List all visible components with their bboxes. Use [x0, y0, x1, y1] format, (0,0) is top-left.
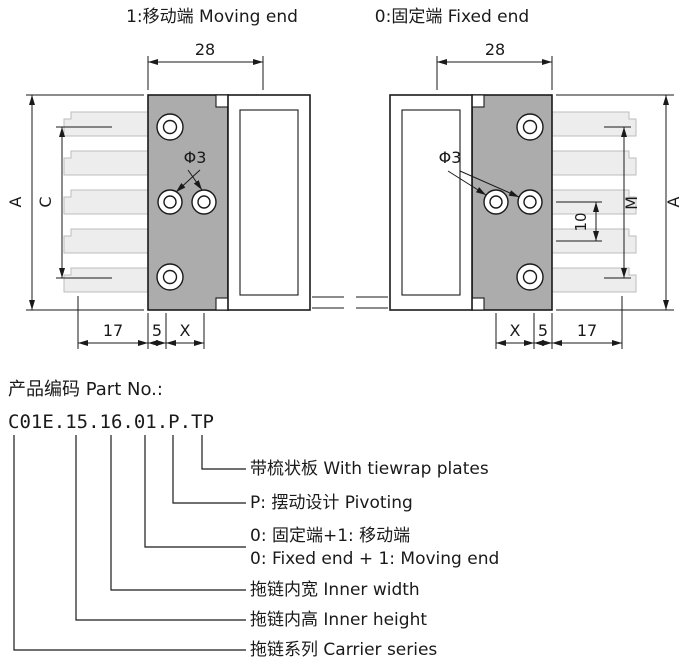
callout-label-carrier-series: 拖链系列 Carrier series [250, 640, 437, 660]
part-no-title: 产品编码 Part No.: [8, 379, 163, 400]
pitch-label-right: 10 [572, 212, 590, 231]
comb-tooth [63, 150, 149, 176]
callout-label-end-type-en: 0: Fixed end + 1: Moving end [250, 549, 499, 569]
link-frame-right-inner [401, 109, 461, 296]
callout-line-c01e [13, 435, 246, 651]
leader-line [447, 170, 487, 196]
link-frame-left-inner [239, 109, 299, 296]
callout-label-tiewrap: 带梳状板 With tiewrap plates [250, 459, 489, 479]
fixed-end-header: 0:固定端 Fixed end [375, 7, 529, 27]
hole-diameter-label-left: Φ3 [184, 148, 207, 167]
moving-end-header: 1:移动端 Moving end [126, 7, 298, 27]
mounting-hole [157, 189, 183, 215]
mounting-hole [191, 189, 217, 215]
mounting-hole [516, 113, 544, 141]
comb-tooth [63, 111, 149, 137]
callout-line-p [172, 435, 246, 504]
comb-tooth [63, 189, 149, 215]
leader-line [187, 169, 203, 191]
comb-tooth [551, 111, 637, 137]
width-label-right: 28 [485, 40, 505, 59]
chain-break-marks [312, 296, 388, 309]
callout-label-pivoting: P: 摆动设计 Pivoting [250, 493, 413, 513]
mounting-hole [156, 113, 184, 141]
leader-line [459, 170, 520, 198]
callout-line-16 [110, 435, 246, 591]
plate-notch [471, 297, 485, 311]
comb-tooth [63, 228, 149, 254]
offset-outer-label-right: 17 [577, 321, 597, 340]
moving-end-unit: Φ3 28 A C 17 [6, 40, 311, 349]
callout-line-tp [201, 435, 246, 470]
mounting-hole [156, 263, 184, 291]
offset-hole-label-left: X [180, 321, 191, 340]
plate-notch [471, 94, 485, 108]
part-no-code: C01E.15.16.01.P.TP [8, 411, 214, 433]
height-label-right: A [664, 196, 683, 207]
callout-line-01 [144, 435, 246, 548]
comb-teeth-left [63, 111, 149, 293]
offset-mid-label-right: 5 [538, 321, 548, 340]
mounting-hole [517, 189, 543, 215]
mounting-hole [483, 189, 509, 215]
callout-line-15 [75, 435, 246, 621]
comb-tooth [63, 267, 149, 293]
mounting-hole [516, 263, 544, 291]
leader-line [175, 169, 201, 193]
hole-span-label-right: M [622, 196, 641, 210]
height-label-left: A [6, 196, 25, 207]
width-label-left: 28 [195, 40, 215, 59]
comb-tooth [551, 150, 637, 176]
fixed-end-unit: Φ3 28 10 M A [389, 40, 683, 349]
offset-hole-label-right: X [510, 321, 521, 340]
hole-diameter-label-right: Φ3 [439, 148, 462, 167]
comb-tooth [551, 267, 637, 293]
offset-outer-label-left: 17 [103, 321, 123, 340]
offset-mid-label-left: 5 [152, 321, 162, 340]
part-number-legend: 产品编码 Part No.: C01E.15.16.01.P.TP 带梳状板 W… [8, 379, 499, 660]
plate-notch [215, 94, 229, 108]
callout-label-inner-width: 拖链内宽 Inner width [250, 580, 420, 600]
plate-notch [215, 297, 229, 311]
hole-span-label-left: C [36, 196, 55, 207]
callout-label-inner-height: 拖链内高 Inner height [250, 610, 427, 630]
technical-drawing: 1:移动端 Moving end 0:固定端 Fixed end [6, 7, 683, 349]
callout-label-end-type-cn: 0: 固定端+1: 移动端 [250, 526, 410, 546]
